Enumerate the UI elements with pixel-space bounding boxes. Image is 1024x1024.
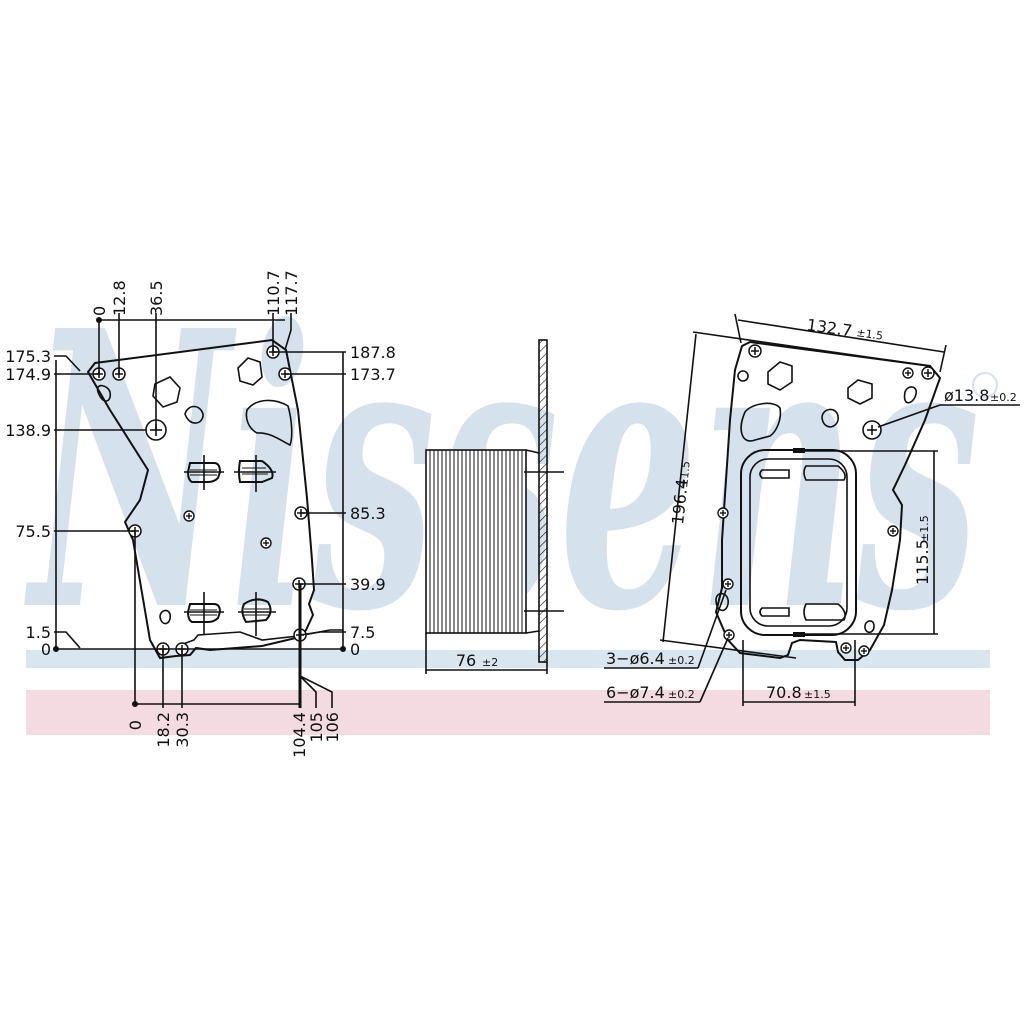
bolt-hole-icon	[183, 510, 195, 522]
svg-text:105: 105	[307, 712, 326, 743]
svg-text:12.8: 12.8	[110, 280, 129, 316]
svg-text:39.9: 39.9	[350, 575, 386, 594]
svg-text:±1.5: ±1.5	[918, 515, 931, 542]
svg-text:76: 76	[456, 651, 476, 670]
svg-text:104.4: 104.4	[290, 712, 309, 758]
side-view: 76 ±2	[425, 339, 564, 674]
svg-text:173.7: 173.7	[350, 365, 396, 384]
svg-text:36.5: 36.5	[147, 280, 166, 316]
front-view: 175.3 174.9 138.9 75.5 1.5 0 187.8 173.7…	[5, 270, 396, 758]
svg-text:ø13.8: ø13.8	[944, 386, 989, 405]
svg-text:175.3: 175.3	[5, 347, 51, 366]
svg-text:±2: ±2	[482, 656, 498, 669]
svg-text:0: 0	[90, 306, 109, 316]
svg-text:±1.5: ±1.5	[677, 460, 693, 488]
port-3	[184, 592, 224, 634]
svg-text:75.5: 75.5	[15, 522, 51, 541]
svg-text:±0.2: ±0.2	[990, 391, 1017, 404]
svg-text:0: 0	[350, 640, 360, 659]
svg-text:187.8: 187.8	[350, 343, 396, 362]
svg-text:0: 0	[126, 720, 145, 730]
svg-text:18.2: 18.2	[154, 712, 173, 748]
watermark-band-pink	[26, 690, 990, 735]
svg-text:174.9: 174.9	[5, 365, 51, 384]
svg-text:70.8: 70.8	[766, 683, 802, 702]
port-1	[184, 455, 224, 490]
svg-text:196.4: 196.4	[668, 478, 692, 526]
svg-text:±0.2: ±0.2	[668, 688, 695, 701]
svg-text:3−ø6.4: 3−ø6.4	[606, 649, 665, 668]
svg-text:138.9: 138.9	[5, 421, 51, 440]
svg-text:115.5: 115.5	[913, 539, 932, 585]
svg-text:30.3: 30.3	[173, 712, 192, 748]
svg-text:±1.5: ±1.5	[856, 326, 884, 343]
svg-text:1.5: 1.5	[26, 623, 51, 642]
port-2	[234, 455, 276, 492]
svg-text:85.3: 85.3	[350, 504, 386, 523]
bolt-hole-icon	[260, 537, 272, 549]
svg-text:6−ø7.4: 6−ø7.4	[606, 683, 665, 702]
svg-text:±1.5: ±1.5	[804, 688, 831, 701]
svg-text:106: 106	[323, 712, 342, 743]
svg-text:7.5: 7.5	[350, 623, 375, 642]
svg-text:±0.2: ±0.2	[668, 654, 695, 667]
registered-icon	[972, 372, 998, 398]
gasket-view: 132.7 ±1.5 196.4 ±1.5 115.5 ±1.5 70.8 ±1…	[604, 313, 1020, 706]
svg-text:110.7: 110.7	[264, 270, 283, 316]
port-4	[238, 592, 276, 636]
svg-text:117.7: 117.7	[282, 270, 301, 316]
svg-text:0: 0	[41, 640, 51, 659]
